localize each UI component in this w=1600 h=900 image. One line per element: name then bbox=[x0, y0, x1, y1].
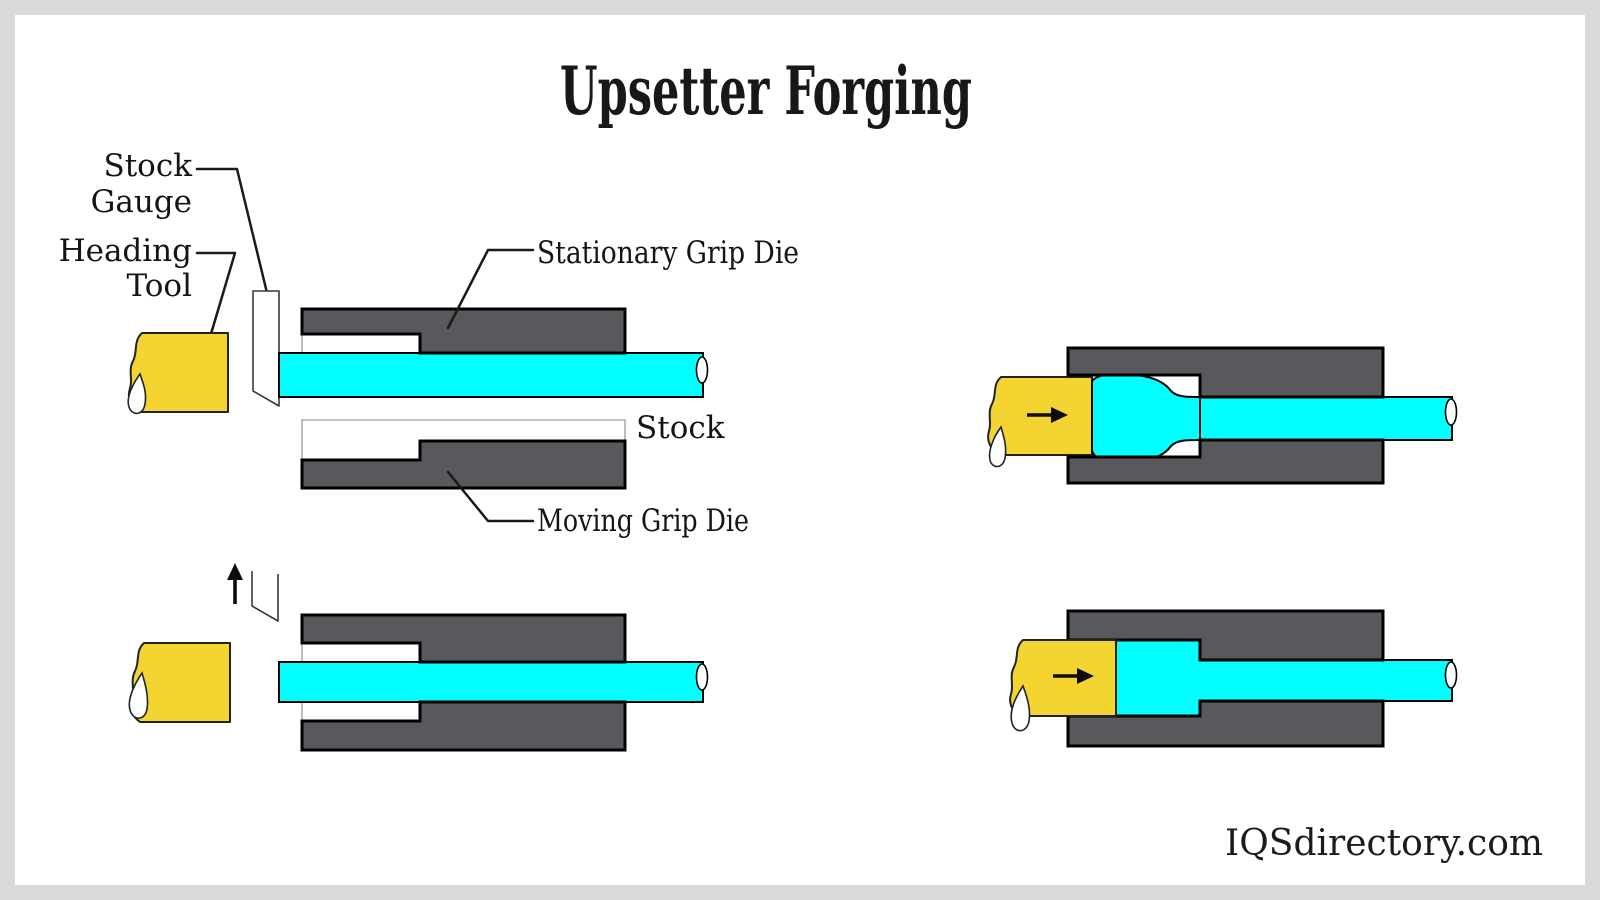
grip-die-lower bbox=[1066, 699, 1385, 748]
stationary-grip-die bbox=[300, 307, 627, 355]
moving-grip-die-leader-line bbox=[446, 470, 535, 523]
up-arrow-icon bbox=[227, 563, 243, 604]
stock-gauge-label-line1: Stock bbox=[103, 148, 192, 184]
heading-tool-label-line1: Heading bbox=[59, 233, 192, 269]
stock-gauge-plate bbox=[252, 290, 280, 407]
grip-die-lower bbox=[1066, 438, 1385, 485]
stock-bar-break-mark bbox=[695, 356, 709, 384]
stock-bar-break-mark bbox=[1444, 661, 1458, 689]
watermark: IQSdirectory.com bbox=[1225, 823, 1543, 864]
moving-grip-die bbox=[300, 439, 627, 490]
page-title: Upsetter Forging bbox=[560, 52, 972, 130]
lower-die-cavity bbox=[301, 701, 421, 722]
stationary-grip-die-label: Stationary Grip Die bbox=[537, 235, 799, 271]
step4-finished-upset-diagram bbox=[1009, 609, 1458, 748]
moving-grip-die bbox=[300, 700, 627, 752]
heading-tool-label-line2: Tool bbox=[126, 268, 192, 304]
step2-dies-closed-diagram bbox=[128, 563, 709, 752]
moving-grip-die-label: Moving Grip Die bbox=[537, 503, 749, 539]
grip-die-upper bbox=[1066, 346, 1385, 399]
heading-tool-break-mark bbox=[127, 372, 147, 415]
stock-bar-break-mark bbox=[695, 663, 709, 691]
upper-die-cavity bbox=[301, 642, 421, 663]
stock-bar-break-mark bbox=[1444, 398, 1458, 426]
right-arrow-icon bbox=[1027, 407, 1068, 423]
stock-gauge-plate-raised bbox=[251, 571, 279, 622]
stationary-die-cavity bbox=[301, 333, 421, 354]
right-arrow-icon bbox=[1053, 668, 1094, 684]
stock-bar bbox=[278, 352, 704, 398]
step3-upsetting-diagram bbox=[987, 346, 1458, 485]
stock-label: Stock bbox=[636, 410, 725, 446]
stock-bar bbox=[1199, 396, 1453, 441]
step1-dies-open-diagram: Stock Gauge Heading Tool Stationary Grip… bbox=[59, 148, 799, 539]
heading-tool-leader-line bbox=[195, 251, 237, 346]
stationary-grip-die-leader-line bbox=[446, 248, 535, 330]
stock-gauge-label-line2: Gauge bbox=[91, 184, 192, 220]
stock-gauge-leader-line bbox=[195, 167, 270, 299]
stock-bar bbox=[278, 661, 704, 703]
heading-tool-break-mark bbox=[988, 425, 1007, 468]
stationary-grip-die bbox=[300, 613, 627, 664]
heading-tool-break-mark bbox=[128, 671, 149, 719]
heading-tool-break-mark bbox=[1010, 684, 1031, 732]
